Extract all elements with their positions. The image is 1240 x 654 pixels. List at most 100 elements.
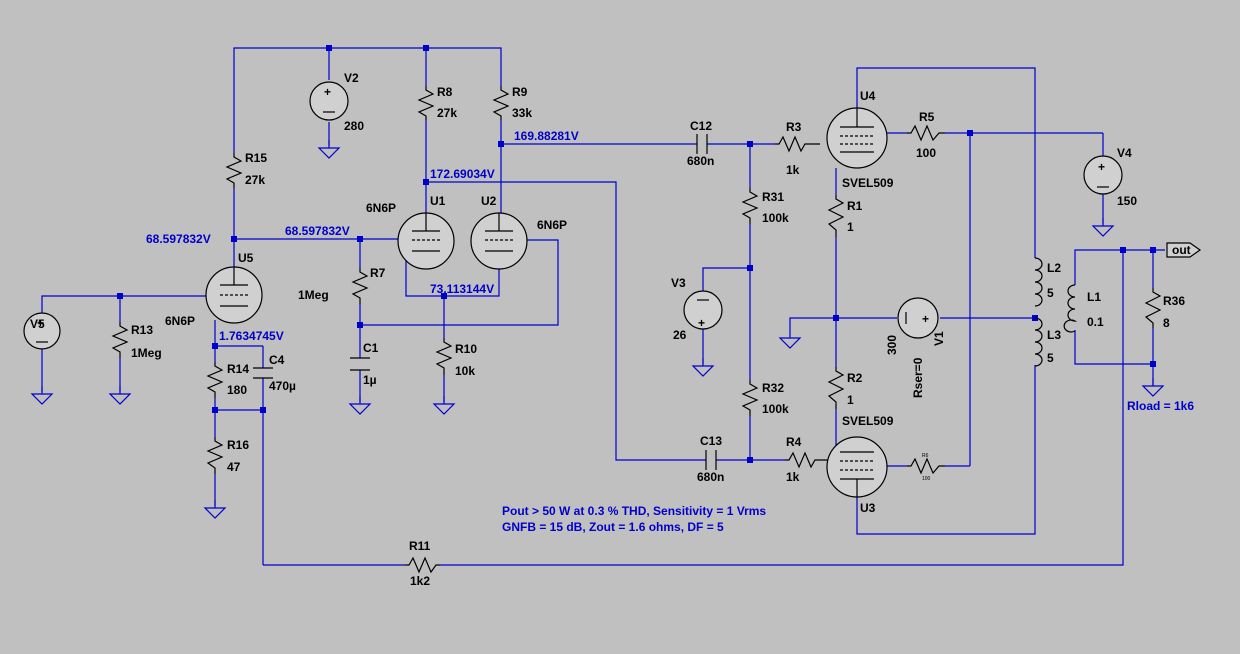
L1-symbol [1063,284,1078,333]
U3-value: SVEL509 [842,414,894,428]
node-voltage-u2-plate: 169.88281V [514,129,579,143]
R32-value: 100k [762,402,789,416]
R15-value: 27k [245,173,265,187]
voltage-sources: + + + + + [23,81,1123,350]
R2-symbol [827,367,845,409]
node-voltage-u5-plate: 68.597832V [146,232,211,246]
C13-ref: C13 [700,434,722,448]
C1-symbol [350,357,370,371]
V4-value: 150 [1117,194,1137,208]
R1-value: 1 [847,220,854,234]
node-voltages: 68.597832V 68.597832V 172.69034V 169.882… [146,129,579,343]
R9-symbol [492,86,510,120]
R8-symbol [417,86,435,120]
spec-note-line1: Pout > 50 W at 0.3 % THD, Sensitivity = … [502,504,766,518]
capacitors [253,134,717,470]
svg-text:+: + [698,316,705,330]
out-label: out [1172,243,1191,257]
R16-value: 47 [227,460,241,474]
R14-symbol [206,362,224,398]
L2-symbol [1034,257,1043,307]
L3-symbol [1034,317,1043,367]
R14-value: 180 [227,383,247,397]
V1-symbol: + [897,297,939,339]
R4-symbol [785,451,828,469]
resistors [111,86,1162,574]
R6-ref: R6 [922,453,929,459]
U3-ref: U3 [860,501,876,515]
node-voltage-cathodes: 73.113144V [430,282,494,296]
R32-symbol [741,380,759,416]
R8-value: 27k [437,106,457,120]
svg-text:+: + [922,312,929,326]
node-voltage-u5-cathode: 1.7634745V [219,329,284,343]
C13-symbol [705,450,717,470]
R11-ref: R11 [409,539,431,553]
C12-ref: C12 [690,119,712,133]
R36-symbol [1144,288,1162,328]
U1-value: 6N6P [366,201,396,215]
R6-value: 100 [922,476,931,482]
inductors [1034,257,1078,367]
node-voltage-u1-grid: 68.597832V [285,224,350,238]
L3-ref: L3 [1047,328,1061,342]
U2-symbol [470,212,528,270]
R11-symbol [405,556,440,574]
R13-symbol [111,322,129,358]
R7-value: 1Meg [298,288,329,302]
tubes [205,107,888,498]
C1-value: 1µ [363,373,377,387]
R5-ref: R5 [919,110,935,124]
junctions [117,45,1156,463]
ground-symbols [31,139,1164,519]
U3-symbol [826,436,888,498]
C4-value: 470µ [269,379,296,393]
C13-value: 680n [697,470,724,484]
R2-ref: R2 [847,371,863,385]
R16-symbol [206,437,224,474]
V1-ref: V1 [932,331,946,346]
U5-ref: U5 [238,251,254,265]
L1-value: 0.1 [1087,315,1104,329]
R36-value: 8 [1163,316,1170,330]
V5-symbol: + [23,312,61,350]
V2-symbol: + [309,81,349,121]
U1-ref: U1 [430,194,446,208]
U5-symbol [205,266,263,324]
R16-ref: R16 [227,438,249,452]
R10-value: 10k [455,364,475,378]
R10-ref: R10 [455,342,477,356]
U2-ref: U2 [481,194,497,208]
U4-value: SVEL509 [842,176,894,190]
V1-value: 300 [885,335,899,355]
svg-text:+: + [1098,160,1105,174]
U4-ref: U4 [860,89,876,103]
svg-text:+: + [37,316,44,330]
U2-value: 6N6P [537,218,567,232]
V1-param: Rser=0 [911,357,925,398]
V2-ref: V2 [344,71,359,85]
R4-value: 1k [786,470,800,484]
R14-ref: R14 [227,362,249,376]
notes: Rload = 1k6 Pout > 50 W at 0.3 % THD, Se… [502,399,1194,534]
R13-value: 1Meg [131,346,162,360]
R3-ref: R3 [786,120,802,134]
C12-value: 680n [687,154,714,168]
U1-symbol [397,212,455,270]
R4-ref: R4 [786,435,802,449]
C4-symbol [253,367,273,379]
L3-value: 5 [1047,351,1054,365]
C12-symbol [696,134,708,154]
wires [41,47,1165,566]
V3-ref: V3 [671,276,686,290]
V4-symbol: + [1083,155,1123,195]
U4-symbol [826,107,888,169]
R7-symbol [351,268,369,304]
C1-ref: C1 [363,341,379,355]
L1-ref: L1 [1087,290,1101,304]
R7-ref: R7 [370,266,386,280]
node-voltage-u1-plate: 172.69034V [430,167,495,181]
R13-ref: R13 [131,323,153,337]
